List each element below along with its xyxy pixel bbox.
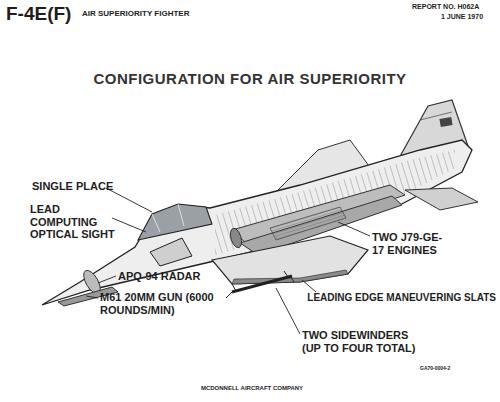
report-date: 1 JUNE 1970: [441, 13, 483, 21]
callout-label: LEAD COMPUTING OPTICAL SIGHT: [30, 203, 130, 241]
subtitle: AIR SUPERIORITY FIGHTER: [82, 9, 189, 18]
company-name: MCDONNELL AIRCRAFT COMPANY: [2, 385, 500, 392]
callout-label: TWO SIDEWINDERS (UP TO FOUR TOTAL): [302, 329, 427, 354]
diagram-title: CONFIGURATION FOR AIR SUPERIORITY: [0, 70, 500, 87]
callout-label: APQ-94 RADAR: [118, 270, 201, 283]
callout-label: TWO J79-GE-17 ENGINES: [372, 231, 450, 256]
callout-label: SINGLE PLACE: [32, 180, 113, 193]
report-number: REPORT NO. H062A: [412, 3, 479, 11]
drawing-number: GA70-0004-2: [420, 366, 450, 372]
callout-label: LEADING EDGE MANEUVERING SLATS: [307, 292, 496, 304]
callout-label: M61 20MM GUN (6000 ROUNDS/MIN): [100, 291, 220, 316]
model-name: F-4E(F): [6, 3, 71, 25]
